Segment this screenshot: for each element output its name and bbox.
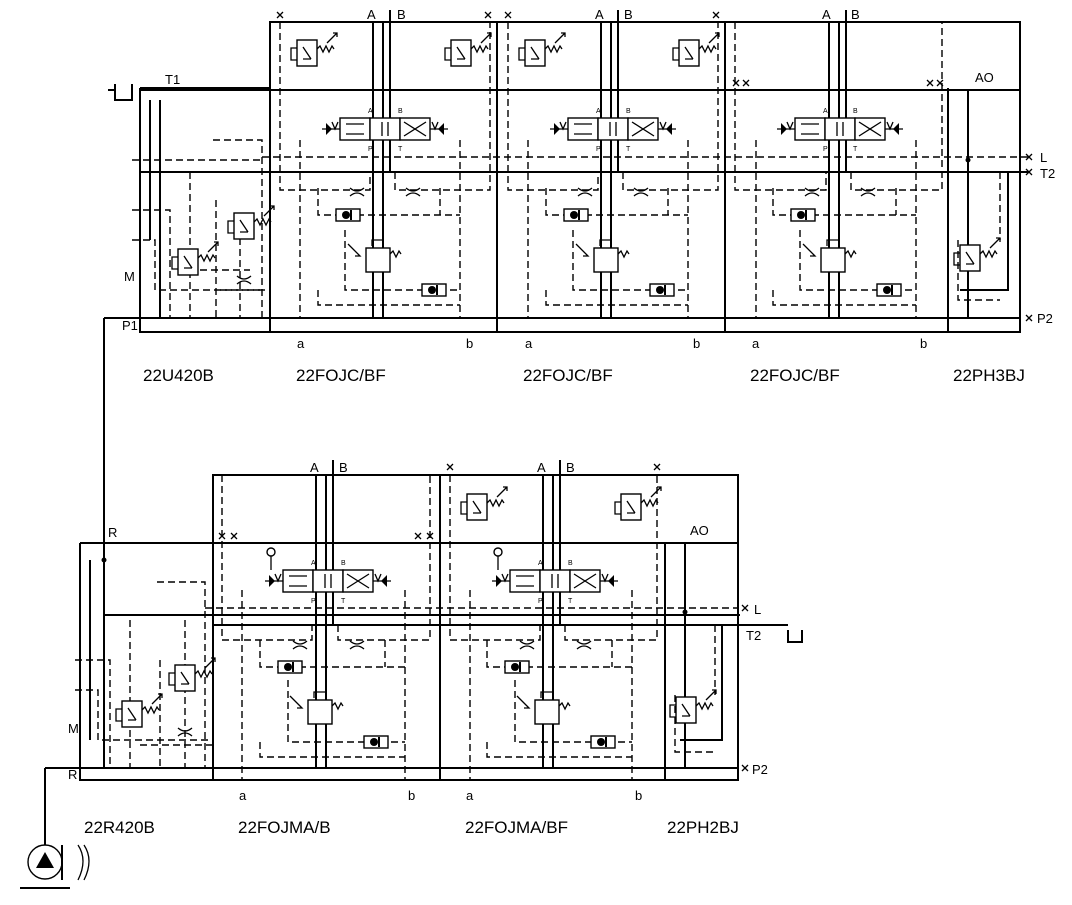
pilot-a-label: a xyxy=(297,336,305,351)
port-t2-label: T2 xyxy=(1040,166,1055,181)
spool-b-label: B xyxy=(853,108,858,115)
spool-a-label: A xyxy=(823,108,828,115)
port-t1-label: T1 xyxy=(165,72,180,87)
module-label-inlet: 22R420B xyxy=(84,818,155,837)
pilot-b-label: b xyxy=(635,788,642,803)
module-labels: 22U420B 22FOJC/BF 22FOJC/BF 22FOJC/BF 22… xyxy=(84,366,1025,837)
pilot-b-label: b xyxy=(466,336,473,351)
module-label-outlet: 22PH2BJ xyxy=(667,818,739,837)
module-label-outlet: 22PH3BJ xyxy=(953,366,1025,385)
port-ao-label: AO xyxy=(975,70,994,85)
spool-t-label: T xyxy=(341,598,346,605)
port-p2-label: P2 xyxy=(1037,311,1053,326)
port-b-label: B xyxy=(397,7,406,22)
port-r-label: R xyxy=(68,767,77,782)
spool-a-label: A xyxy=(368,108,373,115)
pilot-a-label: a xyxy=(752,336,760,351)
spool-b-label: B xyxy=(568,560,573,567)
port-t2-label: T2 xyxy=(746,628,761,643)
port-b-label: B xyxy=(851,7,860,22)
pilot-a-label: a xyxy=(466,788,474,803)
spool-t-label: T xyxy=(853,146,858,153)
spool-p-label: P xyxy=(596,146,601,153)
port-a-label: A xyxy=(822,7,831,22)
spool-p-label: P xyxy=(368,146,373,153)
spool-t-label: T xyxy=(626,146,631,153)
module-label-inlet: 22U420B xyxy=(143,366,214,385)
port-p1-label: P1 xyxy=(122,318,138,333)
port-b-label: B xyxy=(339,460,348,475)
spool-t-label: T xyxy=(398,146,403,153)
port-m-label: M xyxy=(68,721,79,736)
bottom-bank xyxy=(20,460,803,889)
spool-b-label: B xyxy=(626,108,631,115)
module-label-section: 22FOJC/BF xyxy=(523,366,613,385)
port-a-label: A xyxy=(537,460,546,475)
port-labels: A B A B A B T1 AO L T2 P2 P1 M a b a b a… xyxy=(68,7,1055,803)
spool-p-label: P xyxy=(538,598,543,605)
top-bank xyxy=(104,10,1033,333)
spool-p-label: P xyxy=(311,598,316,605)
pilot-b-label: b xyxy=(693,336,700,351)
port-p2-label: P2 xyxy=(752,762,768,777)
pilot-b-label: b xyxy=(408,788,415,803)
module-label-section: 22FOJC/BF xyxy=(296,366,386,385)
pilot-b-label: b xyxy=(920,336,927,351)
spool-a-label: A xyxy=(596,108,601,115)
module-label-section: 22FOJMA/B xyxy=(238,818,331,837)
port-a-label: A xyxy=(595,7,604,22)
port-l-label: L xyxy=(754,602,761,617)
port-b-label: B xyxy=(566,460,575,475)
spool-b-label: B xyxy=(398,108,403,115)
spool-a-label: A xyxy=(311,560,316,567)
port-r-label: R xyxy=(108,525,117,540)
port-a-label: A xyxy=(367,7,376,22)
port-a-label: A xyxy=(310,460,319,475)
module-label-section: 22FOJMA/BF xyxy=(465,818,568,837)
port-b-label: B xyxy=(624,7,633,22)
spool-a-label: A xyxy=(538,560,543,567)
spool-t-label: T xyxy=(568,598,573,605)
spool-p-label: P xyxy=(823,146,828,153)
pilot-a-label: a xyxy=(239,788,247,803)
module-label-section: 22FOJC/BF xyxy=(750,366,840,385)
pilot-a-label: a xyxy=(525,336,533,351)
port-l-label: L xyxy=(1040,150,1047,165)
port-m-label: M xyxy=(124,269,135,284)
port-ao-label: AO xyxy=(690,523,709,538)
spool-b-label: B xyxy=(341,560,346,567)
